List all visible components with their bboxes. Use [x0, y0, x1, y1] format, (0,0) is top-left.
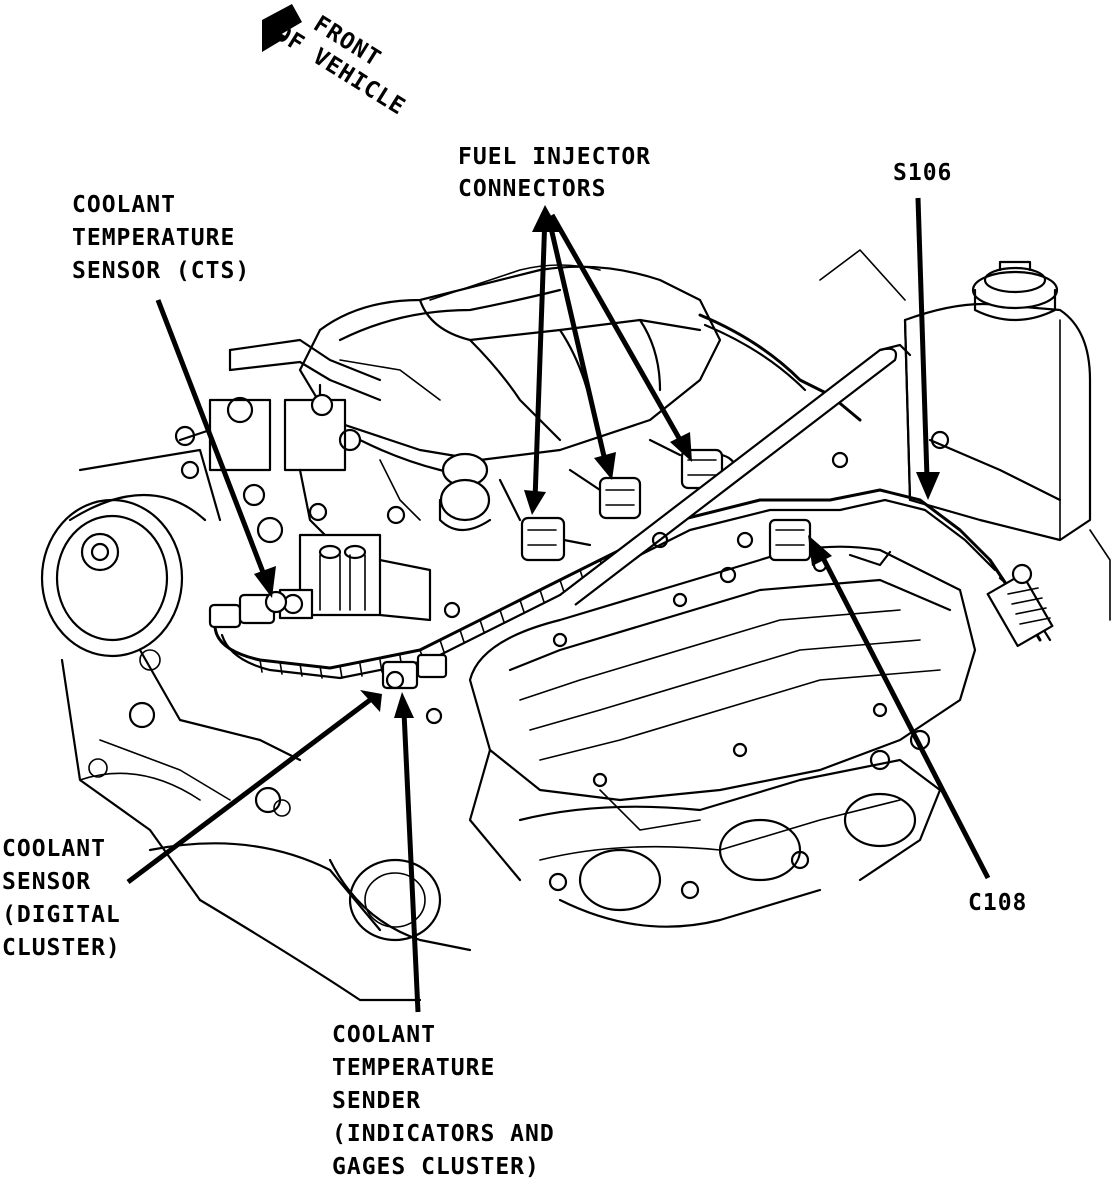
- label-cts: COOLANT TEMPERATURE SENSOR (CTS): [72, 192, 250, 284]
- engine-illustration: [40, 249, 1111, 1002]
- bolts: [425, 451, 849, 725]
- cts-label-line-3: SENSOR (CTS): [72, 258, 250, 284]
- injector-arrow-3: [549, 213, 686, 447]
- sender-label-line-5: GAGES CLUSTER): [332, 1154, 540, 1180]
- leader-arrows: [126, 197, 991, 1013]
- exhaust-manifold: [518, 729, 942, 928]
- digital-sensor-label-line-2: SENSOR: [2, 869, 91, 895]
- digital-sensor-arrow: [126, 698, 372, 884]
- sender-label-line-1: COOLANT: [332, 1022, 436, 1048]
- label-s106: S106: [893, 160, 952, 186]
- fluid-reservoir: [819, 249, 1111, 621]
- injector-arrow-origin: [532, 205, 560, 232]
- sender-arrow: [401, 711, 421, 1013]
- injector-arrowhead-1: [524, 490, 546, 515]
- fuel-injector-label-line-2: CONNECTORS: [458, 176, 606, 202]
- label-coolant-sensor-digital: COOLANT SENSOR (DIGITAL CLUSTER): [2, 836, 121, 961]
- injector-arrow-1: [532, 214, 548, 501]
- intake-plenum: [298, 264, 722, 462]
- injector-connectors: [498, 438, 738, 562]
- c108-arrow: [817, 550, 991, 880]
- fuel-rail: [174, 338, 492, 544]
- digital-sensor-connector: [381, 653, 448, 690]
- sender-label-line-3: SENDER: [332, 1088, 421, 1114]
- wiring-harness: [213, 313, 1054, 680]
- valve-cover: [468, 545, 977, 882]
- digital-sensor-label-line-1: COOLANT: [2, 836, 106, 862]
- cts-arrowhead: [254, 566, 276, 598]
- label-coolant-temperature-sender: COOLANT TEMPERATURE SENDER (INDICATORS A…: [332, 1022, 555, 1180]
- cts-label-line-2: TEMPERATURE: [72, 225, 235, 251]
- cts-arrow: [155, 299, 269, 581]
- s106-arrowhead: [916, 472, 940, 500]
- digital-sensor-label-line-4: CLUSTER): [2, 935, 121, 961]
- crank-pulley: [40, 494, 207, 658]
- support-rod: [559, 343, 912, 606]
- c108-label: C108: [968, 890, 1027, 916]
- fuel-injector-label-line-1: FUEL INJECTOR: [458, 144, 651, 170]
- s106-label: S106: [893, 160, 952, 186]
- sender-arrowhead: [394, 692, 414, 718]
- cts-connector: [208, 590, 288, 629]
- cts-label-line-1: COOLANT: [72, 192, 176, 218]
- s106-arrow: [915, 197, 930, 479]
- label-c108: C108: [968, 890, 1027, 916]
- label-fuel-injector-connectors: FUEL INJECTOR CONNECTORS: [458, 144, 651, 202]
- sender-label-line-4: (INDICATORS AND: [332, 1121, 555, 1147]
- injector-arrow-2: [545, 214, 609, 466]
- c108-arrowhead: [808, 535, 832, 566]
- digital-sensor-label-line-3: (DIGITAL: [2, 902, 121, 928]
- injector-arrowhead-3: [670, 432, 692, 462]
- sender-label-line-2: TEMPERATURE: [332, 1055, 495, 1081]
- front-of-vehicle-indicator: FRONT OF VEHICLE: [262, 4, 410, 121]
- digital-sensor-arrowhead: [360, 690, 382, 712]
- injector-arrowhead-2: [594, 452, 616, 480]
